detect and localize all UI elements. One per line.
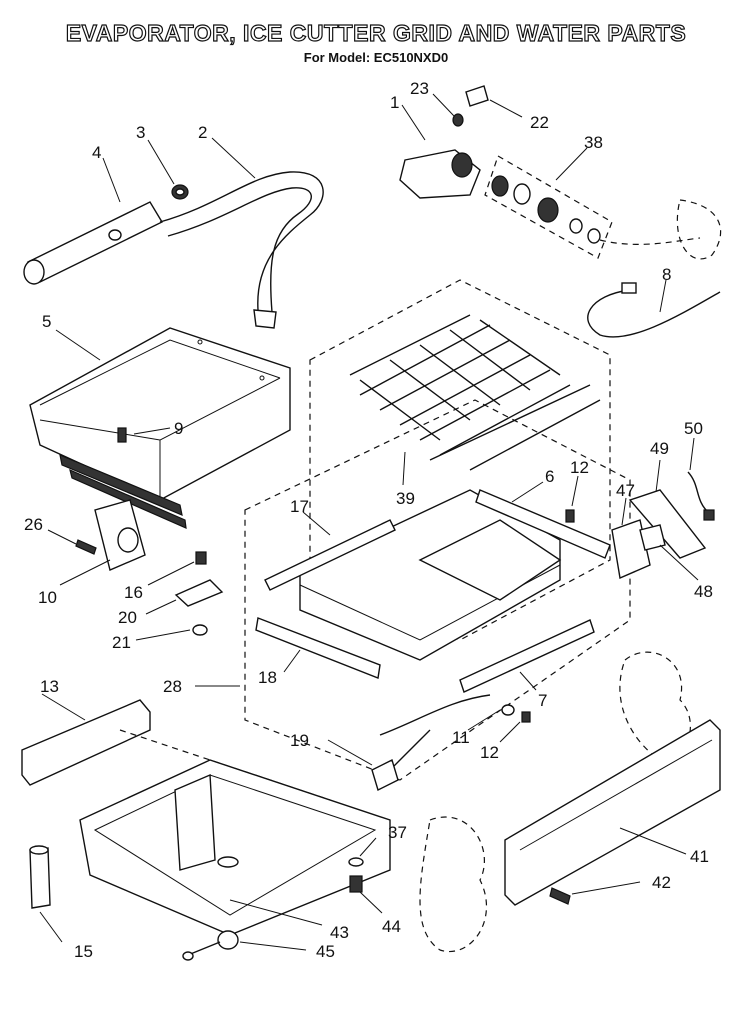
part-44-fitting[interactable] xyxy=(349,875,363,893)
part-15-drain-hose[interactable] xyxy=(29,845,51,909)
part-6-side-bar[interactable] xyxy=(475,489,611,559)
part-10-bracket[interactable] xyxy=(94,499,146,571)
part-9-screw[interactable] xyxy=(117,427,127,443)
callout-22: 22 xyxy=(530,113,549,132)
callout-12-lower: 12 xyxy=(480,743,499,762)
part-19-wire-harness[interactable] xyxy=(371,694,491,791)
callout-11: 11 xyxy=(452,728,470,747)
part-11-washer[interactable] xyxy=(501,704,515,716)
callout-42: 42 xyxy=(652,873,671,892)
callout-47: 47 xyxy=(616,481,635,500)
part-12-screw-upper[interactable] xyxy=(565,509,575,523)
part-16-nut[interactable] xyxy=(195,551,207,565)
callout-9: 9 xyxy=(174,419,183,438)
part-39-ice-cutter-grid[interactable] xyxy=(309,279,611,641)
part-45-drain-cap[interactable] xyxy=(182,930,239,961)
callout-44: 44 xyxy=(382,917,401,936)
part-5-evaporator-tray[interactable] xyxy=(29,327,291,501)
cabinet-outline-bottom xyxy=(419,816,488,953)
cabinet-outline-top xyxy=(676,199,722,260)
part-42-screw[interactable] xyxy=(549,887,571,905)
callout-19: 19 xyxy=(290,731,309,750)
callout-39: 39 xyxy=(396,489,415,508)
callout-49: 49 xyxy=(650,439,669,458)
callout-50: 50 xyxy=(684,419,703,438)
callout-2: 2 xyxy=(198,123,207,142)
callout-12-upper: 12 xyxy=(570,458,589,477)
part-38-fitting-kit[interactable] xyxy=(484,155,613,259)
diagram-title: EVAPORATOR, ICE CUTTER GRID AND WATER PA… xyxy=(65,19,687,46)
part-28-cutter-grid-assembly[interactable] xyxy=(244,399,631,781)
callout-45: 45 xyxy=(316,942,335,961)
callout-26: 26 xyxy=(24,515,43,534)
part-7-side-bar[interactable] xyxy=(459,619,595,693)
callout-10: 10 xyxy=(38,588,57,607)
part-48-clip[interactable] xyxy=(639,524,666,551)
part-22-cap[interactable] xyxy=(465,85,489,107)
callout-18: 18 xyxy=(258,668,277,687)
part-37-washer[interactable] xyxy=(348,857,364,867)
part-13-bracket[interactable] xyxy=(21,699,151,786)
callout-16: 16 xyxy=(124,583,143,602)
leader-lines xyxy=(39,93,699,951)
part-50-thermistor[interactable] xyxy=(687,471,715,521)
callout-41: 41 xyxy=(690,847,709,866)
part-18-side-bar[interactable] xyxy=(255,617,381,679)
callout-48: 48 xyxy=(694,582,713,601)
evaporator-wiring xyxy=(59,454,187,529)
part-20-clip[interactable] xyxy=(174,579,224,607)
part-2-hose[interactable] xyxy=(159,171,324,329)
part-23-washer[interactable] xyxy=(452,113,464,127)
part-21-nut[interactable] xyxy=(192,624,208,636)
part-1-water-valve[interactable] xyxy=(399,149,481,199)
callout-43: 43 xyxy=(330,923,349,942)
callout-13: 13 xyxy=(40,677,59,696)
part-12-screw-lower[interactable] xyxy=(521,711,531,723)
part-43-ice-bin[interactable] xyxy=(79,759,391,936)
callout-1: 1 xyxy=(390,93,399,112)
callout-37: 37 xyxy=(388,823,407,842)
part-3-fitting[interactable] xyxy=(171,184,189,200)
water-line-dashed xyxy=(599,237,701,245)
part-8-water-tube[interactable] xyxy=(587,282,721,338)
callout-3: 3 xyxy=(136,123,145,142)
part-26-screw[interactable] xyxy=(75,539,97,555)
part-17-side-bar[interactable] xyxy=(264,519,396,591)
model-subtitle: For Model: EC510NXD0 xyxy=(303,50,449,65)
callout-7: 7 xyxy=(538,691,547,710)
callout-8: 8 xyxy=(662,265,671,284)
part-4-evaporator-tube[interactable] xyxy=(23,201,163,285)
callout-28: 28 xyxy=(163,677,182,696)
callout-4: 4 xyxy=(92,143,101,162)
callout-17: 17 xyxy=(290,497,309,516)
callout-6: 6 xyxy=(545,467,554,486)
callout-15: 15 xyxy=(74,942,93,961)
callout-21: 21 xyxy=(112,633,131,652)
callout-23: 23 xyxy=(410,79,429,98)
part-41-front-panel[interactable] xyxy=(504,719,721,906)
callout-20: 20 xyxy=(118,608,137,627)
callout-38: 38 xyxy=(584,133,603,152)
callout-5: 5 xyxy=(42,312,51,331)
